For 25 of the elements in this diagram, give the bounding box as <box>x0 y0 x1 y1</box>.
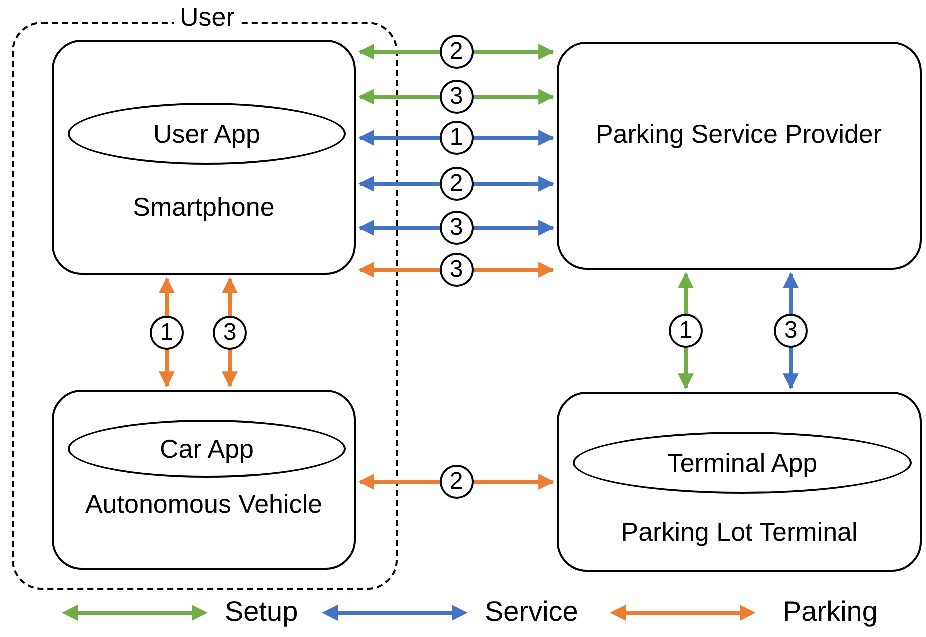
step-number: 2 <box>440 167 474 201</box>
step-number: 3 <box>440 211 474 245</box>
legend-label: Parking <box>783 596 878 628</box>
step-number: 3 <box>774 314 808 348</box>
step-number: 2 <box>440 35 474 69</box>
app-name: User App <box>154 118 260 150</box>
step-number: 2 <box>440 465 474 499</box>
step-number: 3 <box>440 80 474 114</box>
entity-name: Parking Lot Terminal <box>620 516 859 549</box>
step-number: 3 <box>440 253 474 287</box>
entity-name: Parking Service Provider <box>594 118 884 151</box>
entity-box <box>557 392 922 572</box>
step-number: 1 <box>150 316 184 350</box>
legend-label: Setup <box>225 596 298 628</box>
step-number: 1 <box>669 314 703 348</box>
app-name: Car App <box>160 434 254 464</box>
entity-name: Smartphone <box>132 191 276 224</box>
step-number: 1 <box>440 121 474 155</box>
entity-name: Autonomous Vehicle <box>84 488 324 521</box>
entity-box <box>557 42 922 270</box>
legend-label: Service <box>485 596 578 628</box>
entity-box <box>52 40 356 275</box>
step-number: 3 <box>213 316 247 350</box>
app-name: Terminal App <box>667 448 818 478</box>
entity-box <box>52 390 356 570</box>
